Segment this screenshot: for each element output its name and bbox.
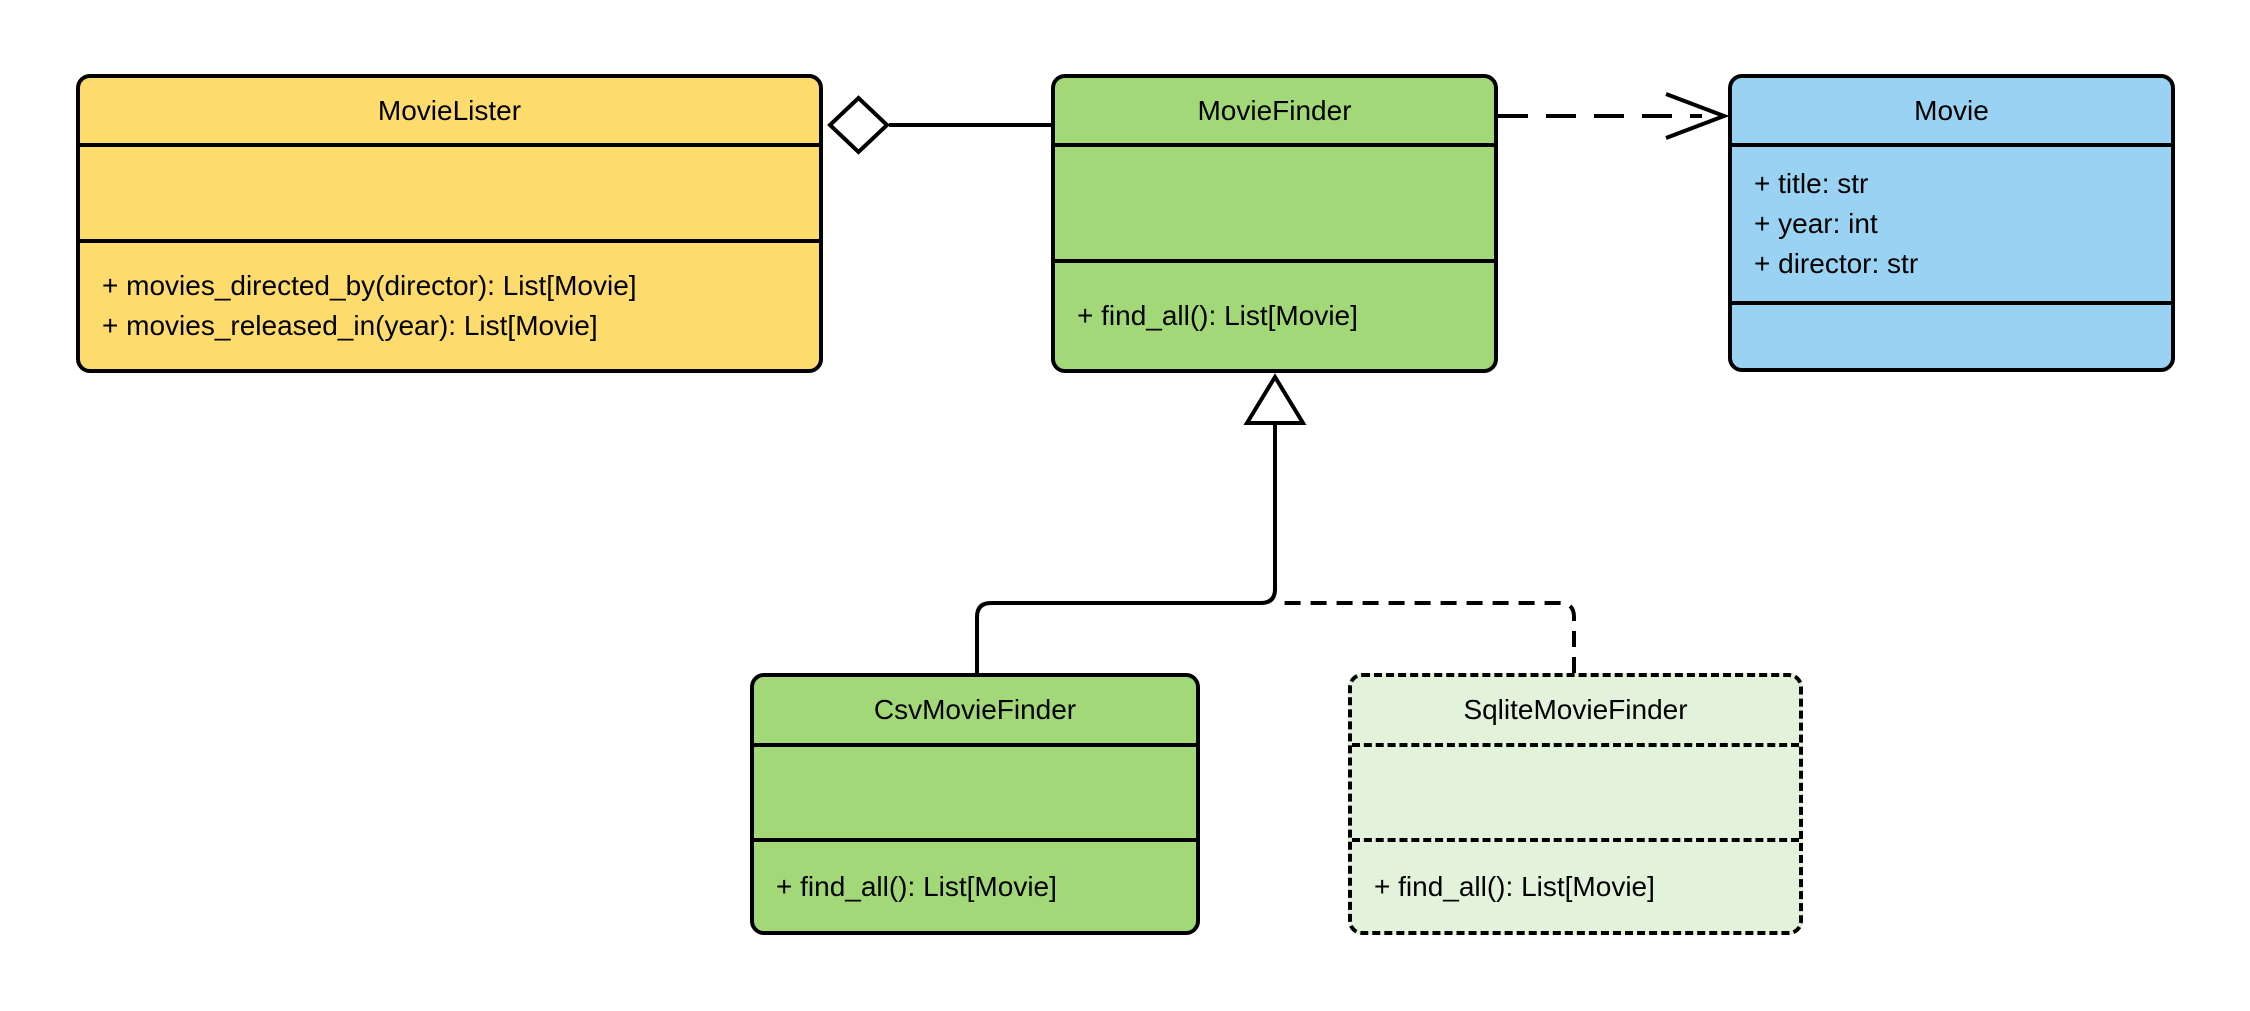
attribute-label: + title: str xyxy=(1754,168,1869,199)
methods-section: + find_all(): List[Movie] xyxy=(1352,838,1799,931)
method-label: + movies_released_in(year): List[Movie] xyxy=(102,310,598,341)
dependency-open-arrowhead-icon xyxy=(1665,92,1730,140)
methods-section: + find_all(): List[Movie] xyxy=(1055,259,1494,369)
generalization-link-solid xyxy=(975,423,1277,673)
attributes-section xyxy=(754,743,1196,838)
attributes-section: + title: str + year: int + director: str xyxy=(1732,143,2171,301)
methods-section: + find_all(): List[Movie] xyxy=(754,838,1196,931)
class-title: Movie xyxy=(1914,94,1989,126)
class-title: MovieLister xyxy=(377,94,522,126)
class-box-csvmoviefinder: CsvMovieFinder + find_all(): List[Movie] xyxy=(750,673,1200,935)
attributes-section xyxy=(80,143,819,239)
method-label: + find_all(): List[Movie] xyxy=(776,870,1057,902)
attributes-section xyxy=(1352,743,1799,838)
aggregation-diamond-icon xyxy=(827,95,890,155)
class-title: MovieFinder xyxy=(1197,94,1352,126)
generalization-triangle-icon xyxy=(1243,373,1307,425)
class-title: CsvMovieFinder xyxy=(873,694,1077,725)
method-label: + find_all(): List[Movie] xyxy=(1077,300,1358,331)
class-box-sqlitemoviefinder: SqliteMovieFinder + find_all(): List[Mov… xyxy=(1348,673,1803,935)
attribute-label: + year: int xyxy=(1754,208,1878,239)
methods-section xyxy=(1732,301,2171,368)
method-label: + movies_directed_by(director): List[Mov… xyxy=(102,270,637,301)
class-box-movie: Movie + title: str + year: int + directo… xyxy=(1728,74,2175,372)
method-label: + find_all(): List[Movie] xyxy=(1374,870,1655,902)
attribute-label: + director: str xyxy=(1754,248,1919,279)
class-box-moviefinder: MovieFinder + find_all(): List[Movie] xyxy=(1051,74,1498,373)
generalization-link-dashed xyxy=(1275,601,1576,673)
attributes-section xyxy=(1055,143,1494,259)
class-title: SqliteMovieFinder xyxy=(1463,694,1688,725)
methods-section: + movies_directed_by(director): List[Mov… xyxy=(80,239,819,369)
class-box-movielister: MovieLister + movies_directed_by(directo… xyxy=(76,74,823,373)
